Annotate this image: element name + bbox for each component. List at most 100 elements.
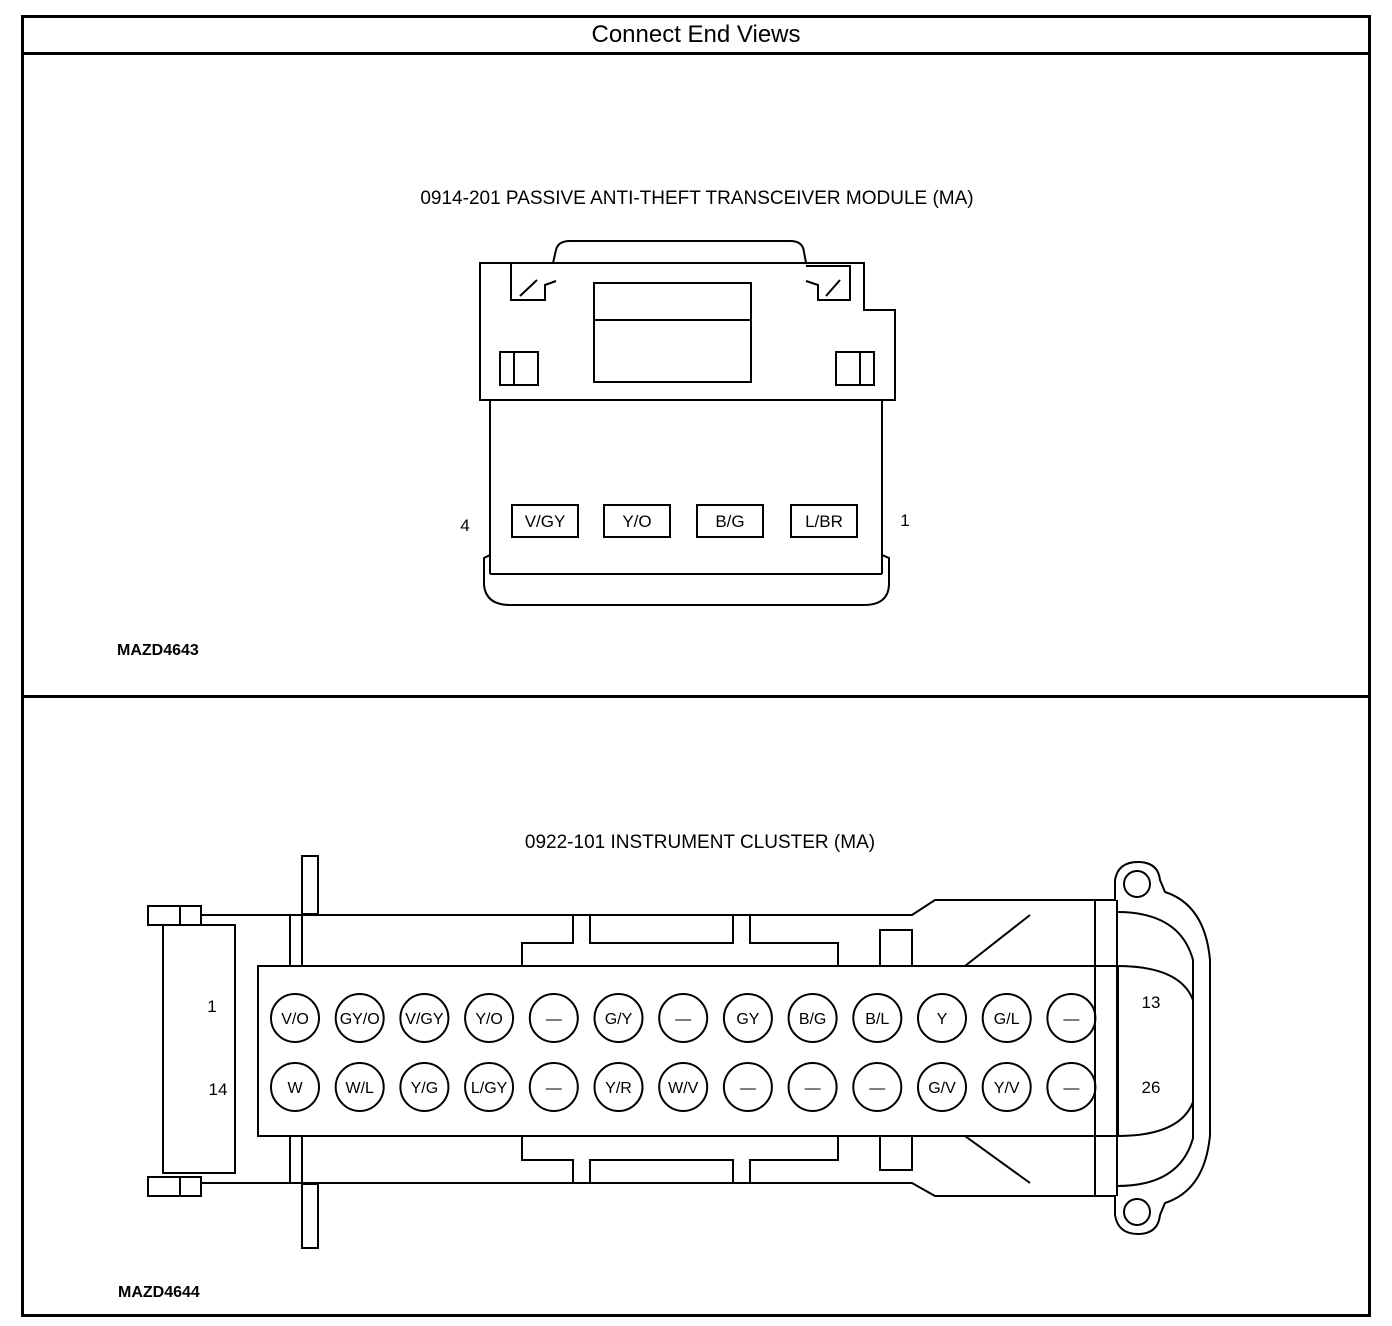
connector-1-title: 0914-201 PASSIVE ANTI-THEFT TRANSCEIVER … xyxy=(420,188,973,209)
connector-2-pin-circle xyxy=(852,1062,903,1112)
connector-2-pin-circle xyxy=(528,993,579,1043)
connector-2-pin-label: Y xyxy=(937,1011,948,1028)
connector-2-pin-circle xyxy=(270,1062,320,1112)
connector-2-pin-label: — xyxy=(869,1080,885,1097)
connector-2-pin-label: B/L xyxy=(865,1011,889,1028)
connector-2-mount-hole-bottom xyxy=(1123,1198,1151,1226)
connector-2-ramp-bottom xyxy=(964,1135,1031,1184)
connector-2-pin-circle xyxy=(981,1062,1032,1112)
connector-2-pin-circle xyxy=(399,993,450,1043)
connector-1-latch-left-detail xyxy=(519,279,538,297)
connector-2-pin-circle xyxy=(658,993,709,1043)
connector-1-latch-right xyxy=(805,265,851,301)
connector-1-lock-window xyxy=(593,282,752,383)
connector-2-left-latch-bottom xyxy=(147,1176,202,1197)
connector-2-pin-circle xyxy=(981,993,1032,1043)
connector-2-pin-label: GY/O xyxy=(340,1011,380,1028)
connector-2-pin-circles xyxy=(270,993,1097,1112)
connector-2-pin-label: — xyxy=(740,1080,756,1097)
connector-2-pin-label: B/G xyxy=(799,1011,827,1028)
connector-2-pin-circle xyxy=(464,993,515,1043)
connector-2-pin-circle xyxy=(464,1062,515,1112)
connector-1-latch-left xyxy=(510,263,557,301)
page-title: Connect End Views xyxy=(591,21,801,48)
connector-2-row1-start: 1 xyxy=(207,997,216,1016)
connector-2-pin-circle xyxy=(852,993,903,1043)
connector-2-pin-label: — xyxy=(546,1080,562,1097)
connector-2-group xyxy=(147,855,1211,1249)
connector-2-left-latch-top xyxy=(147,905,202,926)
connector-2-pin-labels: V/O GY/O V/GY Y/O — G/Y — GY B/G B/L Y G/L — W W/L Y/G L… xyxy=(281,1011,1079,1097)
connector-2-pin-label: Y/G xyxy=(411,1080,439,1097)
connector-2-right-inner-ribs xyxy=(1116,965,1194,1137)
connector-2-pin-circle xyxy=(593,993,644,1043)
connector-2-row2-end: 26 xyxy=(1142,1078,1161,1097)
connector-2-pin-circle xyxy=(917,993,967,1043)
connector-1-pin-box-3 xyxy=(603,504,671,538)
connector-2-pin-circle xyxy=(334,1062,385,1112)
connector-1-side-window-left xyxy=(499,351,539,386)
connector-2-rib-top xyxy=(301,855,319,915)
connector-2-pin-label: W/V xyxy=(668,1080,699,1097)
connector-2-pin-label: — xyxy=(1063,1080,1079,1097)
connector-2-row-numbers: 1 13 14 26 xyxy=(207,993,1160,1099)
connector-2-pin-label: Y/V xyxy=(994,1080,1020,1097)
connector-1-pin-box-4 xyxy=(511,504,579,538)
connector-2-pin-circle xyxy=(787,993,838,1043)
connector-2-pin-label: — xyxy=(546,1011,562,1028)
connector-2-pin-label: Y/R xyxy=(605,1080,632,1097)
connector-2-pin-label: W xyxy=(287,1080,303,1097)
connector-2-top-notches xyxy=(521,915,839,966)
connector-1-pin-label: V/GY xyxy=(525,512,566,531)
connector-2-top-key xyxy=(879,929,913,966)
connector-2-pin-circle xyxy=(528,1062,579,1112)
connector-2-pin-circle xyxy=(593,1062,644,1112)
connector-2-pin-circle xyxy=(270,993,320,1043)
connector-2-row2-start: 14 xyxy=(209,1080,228,1099)
connector-1-latch-right-detail xyxy=(825,279,841,297)
connector-2-pin-label: V/GY xyxy=(405,1011,444,1028)
connector-1-group: 0914-201 PASSIVE ANTI-THEFT TRANSCEIVER … xyxy=(420,188,974,606)
connector-2-pin-circle xyxy=(399,1062,450,1112)
connector-2-ramp-top xyxy=(964,914,1031,967)
connector-2-pin-label: G/Y xyxy=(605,1011,633,1028)
connector-1-lower-housing xyxy=(483,400,890,606)
connector-1-pin-number-left: 4 xyxy=(460,516,469,535)
connector-2-outer-housing xyxy=(200,860,1211,1236)
connector-2-pin-label: W/L xyxy=(345,1080,374,1097)
connector-2-bottom-key xyxy=(879,1136,913,1171)
connector-2-pin-circle xyxy=(722,1062,773,1112)
connector-2-rib-bottom xyxy=(301,1183,319,1249)
connector-2-pin-circle xyxy=(917,1062,967,1112)
connector-2-left-end-block xyxy=(162,924,236,1174)
connector-2-pin-label: Y/O xyxy=(475,1011,503,1028)
connector-2-pin-label: G/L xyxy=(994,1011,1020,1028)
connector-2-bottom-notches xyxy=(521,1136,839,1183)
connector-1-pin-number-right: 1 xyxy=(900,511,909,530)
connector-2-figure-id: MAZD4644 xyxy=(118,1284,200,1301)
connector-2-pin-label: V/O xyxy=(281,1011,309,1028)
connector-1-pin-label: L/BR xyxy=(805,512,843,531)
connector-2-right-inner-curve xyxy=(1116,911,1194,1187)
connector-1-pin-box-2 xyxy=(696,504,764,538)
connector-1-pin-box-1 xyxy=(790,504,858,538)
connector-2-pin-label: — xyxy=(1063,1011,1079,1028)
connector-2-pin-label: — xyxy=(805,1080,821,1097)
connector-2-pin-circle xyxy=(1046,1062,1097,1112)
connector-2-pin-circle xyxy=(334,993,385,1043)
connector-2-row1-end: 13 xyxy=(1142,993,1161,1012)
connector-2-pin-label: L/GY xyxy=(471,1080,508,1097)
connector-1-side-window-right xyxy=(835,351,875,386)
section-divider xyxy=(24,695,1368,698)
connector-1-labels: V/GY Y/O B/G L/BR 4 1 xyxy=(460,511,909,535)
connector-1-pin-label: Y/O xyxy=(622,512,651,531)
diagram-frame: Connect End Views xyxy=(21,15,1371,1317)
connector-2-pin-circle xyxy=(722,993,773,1043)
connector-1-pin-label: B/G xyxy=(715,512,744,531)
connector-2-pin-label: GY xyxy=(736,1011,759,1028)
header-bar: Connect End Views xyxy=(24,18,1368,55)
connector-2-mount-hole-top xyxy=(1123,870,1151,898)
connector-1-figure-id: MAZD4643 xyxy=(117,642,199,659)
connector-2-pin-label: G/V xyxy=(928,1080,956,1097)
